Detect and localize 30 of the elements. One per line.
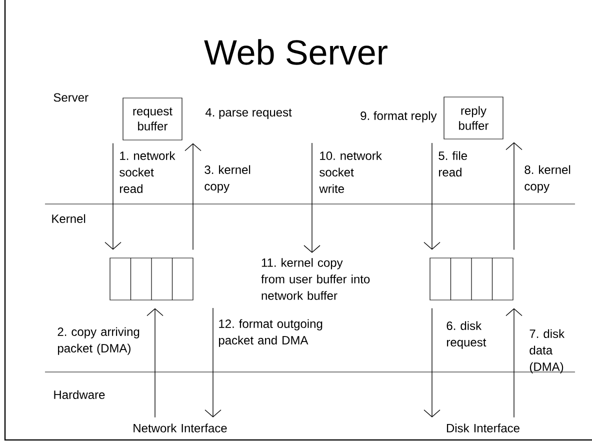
arrow — [506, 142, 522, 250]
edge-label: 8. kernel copy — [524, 165, 570, 193]
arrow — [506, 308, 522, 418]
arrow — [184, 143, 202, 250]
layer-label: Server — [54, 93, 88, 102]
edge-label: 3. kernel copy — [204, 165, 250, 193]
arrow — [146, 308, 164, 418]
buffer-box: request buffer — [122, 98, 182, 140]
buffer-drawing — [430, 258, 514, 300]
arrow — [204, 308, 222, 418]
edge-label: 12. format outgoing packet and DMA — [218, 319, 322, 347]
step-label: 4. parse request — [205, 108, 292, 119]
edge-label: 1. network socket read — [120, 151, 176, 193]
interface-label: Disk Interface — [446, 424, 520, 432]
layer-label: Hardware — [54, 390, 105, 399]
edge-label: 7. disk data (DMA) — [530, 329, 565, 374]
interface-label: Network Interface — [134, 424, 227, 432]
title: Web Server — [204, 39, 388, 65]
edge-label: 10. network socket write — [319, 151, 382, 193]
arrow — [424, 308, 440, 418]
arrow — [424, 142, 440, 250]
arrow — [304, 142, 320, 253]
buffer-drawing — [110, 258, 194, 300]
layer-label: Kernel — [52, 214, 86, 223]
edge-label: 5. file read — [438, 151, 467, 176]
edge-label: 2. copy arriving packet (DMA) — [58, 327, 140, 355]
arrow — [104, 142, 122, 250]
buffer-box: reply buffer — [444, 96, 504, 140]
edge-label: 6. disk request — [446, 321, 486, 349]
step-label: 11. kernel copy from user buffer into network buffer — [261, 258, 370, 300]
